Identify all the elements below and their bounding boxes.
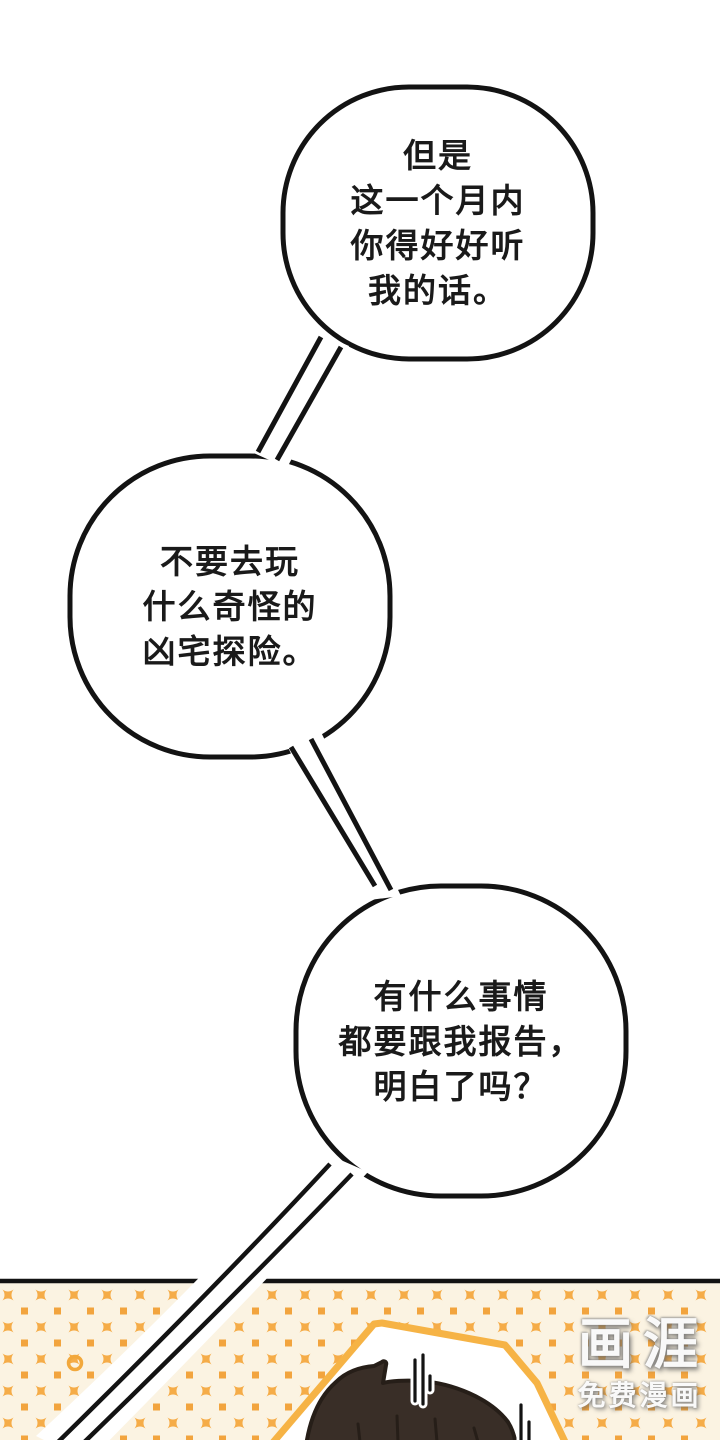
hair-strand-lines (356, 1414, 479, 1440)
bubble-connector-2 (288, 737, 394, 892)
speech-bubble-1 (280, 84, 596, 362)
speech-bubble-2 (67, 453, 393, 760)
motion-lines (413, 1353, 531, 1440)
bubble-connector-1 (255, 335, 344, 462)
speech-bubble-tail (56, 1162, 354, 1440)
dot-pattern (2, 1289, 707, 1440)
doodle-circle (66, 1354, 84, 1372)
speech-bubble-3 (293, 883, 629, 1199)
bubble-connector-1-gap (247, 330, 349, 468)
